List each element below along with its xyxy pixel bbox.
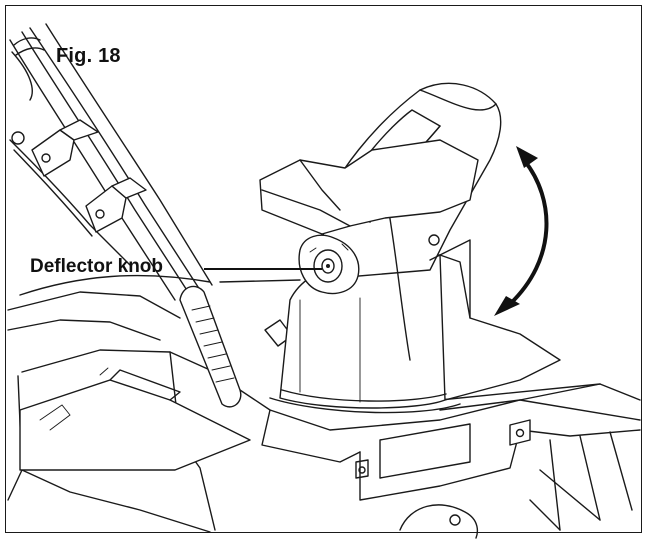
figure-label: Fig. 18 — [56, 45, 121, 67]
chute-base — [269, 254, 561, 414]
rotation-arrow — [494, 146, 549, 316]
cable-clips — [31, 119, 147, 233]
deflector-knob-drawing — [298, 234, 360, 295]
chute-crank — [179, 285, 293, 408]
machine-body — [7, 274, 641, 539]
front-flap — [19, 367, 251, 471]
figure-frame — [5, 5, 642, 533]
deflector-knob-label: Deflector knob — [30, 256, 164, 277]
deflector-cap — [259, 139, 479, 235]
